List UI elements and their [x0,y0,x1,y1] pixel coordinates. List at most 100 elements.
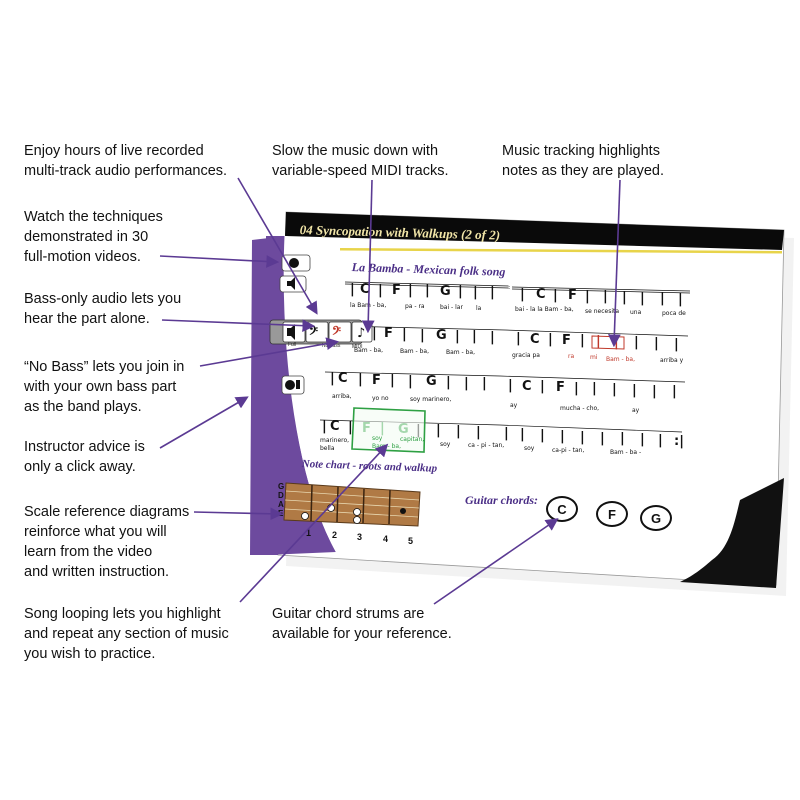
svg-text:C: C [360,282,370,297]
svg-text:|: | [408,283,413,298]
svg-text:|: | [464,376,469,391]
callout-tracking: Music tracking highlights notes as they … [502,143,665,179]
chord-button-f[interactable]: F [596,501,628,527]
svg-text:F: F [568,288,577,303]
svg-text:capitan,: capitan, [400,436,424,443]
svg-text:G: G [436,328,447,343]
svg-text:|: | [672,384,677,399]
svg-text:|: | [378,283,383,298]
svg-text:|: | [540,379,545,394]
svg-text:ra: ra [568,353,574,360]
string-name-d: D [278,491,284,500]
svg-text:|: | [520,427,525,442]
svg-text:|: | [504,426,509,441]
svg-text:|: | [574,381,579,396]
page-corner-shape [680,478,784,588]
icon-label-no-bass: No bass [322,343,341,349]
svg-text:|: | [654,336,659,351]
svg-text:C: C [530,332,540,347]
svg-text:|: | [476,425,481,440]
callout-videos: Watch the techniques demonstrated in 30 … [24,209,163,265]
chord-button-g[interactable]: G [640,505,672,531]
svg-text:|: | [472,329,477,344]
svg-text:|: | [540,428,545,443]
svg-text:|: | [490,330,495,345]
svg-text:C: C [536,287,546,302]
svg-text:F: F [392,283,401,298]
svg-text::|: :| [674,434,684,449]
fret-number-2: 2 [332,530,338,540]
audio-mode-buttons: 𝄢 𝄢 ♪ [269,319,373,345]
callout-no-bass: “No Bass” lets you join in with your own… [24,359,185,415]
svg-text:mucha - cho,: mucha - cho, [560,405,599,412]
svg-text:|: | [420,328,425,343]
string-name-e: E [278,509,284,518]
svg-text:|: | [455,329,460,344]
guitar-chords-label: Guitar chords: [465,493,539,507]
svg-text:bai - lar: bai - lar [440,304,463,311]
callout-instructor: Instructor advice is only a click away. [24,439,145,475]
callout-bass-only: Bass-only audio lets you hear the part a… [24,291,182,327]
svg-text:|: | [516,331,521,346]
svg-text:arriba y: arriba y [660,357,684,364]
chord-button-c[interactable]: C [546,496,578,522]
svg-text:|: | [553,288,558,303]
svg-text:yo no: yo no [372,395,389,402]
svg-text:|: | [585,289,590,304]
svg-text:una: una [630,309,642,316]
svg-text:|: | [458,284,463,299]
svg-text:G: G [426,374,437,389]
svg-text:soy: soy [372,435,383,442]
callout-chord-strums: Guitar chord strums are available for yo… [272,606,452,642]
svg-text:|: | [620,431,625,446]
svg-text:|: | [580,333,585,348]
svg-text:ca - pi - tan,: ca - pi - tan, [468,442,504,449]
svg-text:|: | [348,420,353,435]
svg-text:C: C [330,419,340,434]
svg-text:ay: ay [510,402,518,409]
svg-text:poca de: poca de [662,310,686,317]
svg-text:|: | [372,326,377,341]
svg-text:Bam - ba,: Bam - ba, [372,443,401,450]
svg-text:la: la [476,305,482,312]
svg-text:|: | [402,327,407,342]
svg-text:soy: soy [440,441,451,448]
svg-text:|: | [482,376,487,391]
callout-midi: Slow the music down with variable-speed … [272,143,449,179]
svg-text:|: | [358,372,363,387]
svg-text:soy marinero,: soy marinero, [410,396,451,403]
svg-text:gracia pa: gracia pa [512,352,540,359]
sidebar-instructor-icon [281,375,305,395]
svg-text:|: | [612,382,617,397]
fret-number-3: 3 [357,532,363,542]
svg-text:|: | [596,334,601,349]
svg-text:ay: ay [632,407,640,414]
svg-text:F: F [556,380,565,395]
svg-text:|: | [652,384,657,399]
svg-text:Bam - ba,: Bam - ba, [606,356,635,363]
svg-text:|: | [446,375,451,390]
svg-text:|: | [520,287,525,302]
music-staff-row-3 [324,371,686,383]
svg-text:|: | [490,285,495,300]
svg-text:|: | [436,423,441,438]
svg-text:|: | [425,283,430,298]
svg-text:|: | [330,371,335,386]
svg-text:G: G [440,284,451,299]
svg-text:arriba,: arriba, [332,393,352,400]
string-name-g: G [278,482,285,491]
svg-text:|: | [408,374,413,389]
svg-text:ca-pi - tan,: ca-pi - tan, [552,447,584,454]
svg-text:Bam - ba,: Bam - ba, [446,349,475,356]
svg-text:|: | [390,373,395,388]
svg-text:F: F [384,326,393,341]
icon-label-midi: MIDI [352,344,363,350]
svg-text:|: | [640,291,645,306]
svg-text:|: | [640,432,645,447]
svg-text:bai - la la Bam - ba,: bai - la la Bam - ba, [515,306,574,313]
svg-text:|: | [632,383,637,398]
svg-text:bella: bella [320,445,335,452]
svg-text:𝄢: 𝄢 [309,325,318,341]
svg-text:C: C [522,379,532,394]
